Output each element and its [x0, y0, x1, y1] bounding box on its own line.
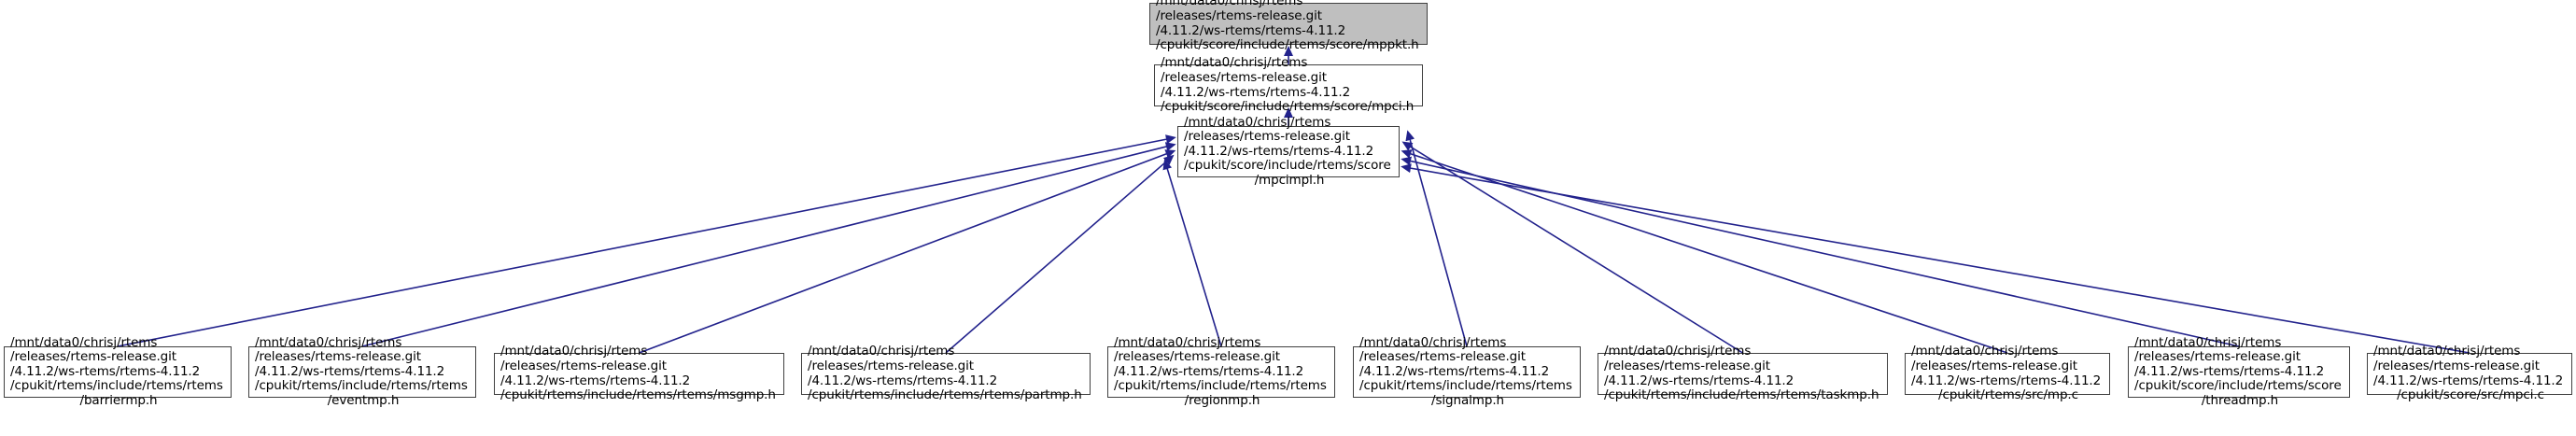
node-line: /cpukit/rtems/include/rtems/rtems — [10, 378, 223, 394]
edge-taskmp-h-to-mpcimpl-h — [1401, 141, 1743, 354]
node-partmp-h[interactable]: /mnt/data0/chrisj/rtems /releases/rtems-… — [801, 345, 1091, 402]
node-line: /mnt/data0/chrisj/rtems — [2134, 334, 2282, 350]
node-line: /eventmp.h — [327, 392, 400, 408]
node-line: /4.11.2/ws-rtems/rtems-4.11.2 — [2134, 363, 2325, 379]
node-eventmp-h[interactable]: /mnt/data0/chrisj/rtems /releases/rtems-… — [248, 335, 476, 407]
node-line: /releases/rtems-release.git — [1911, 358, 2077, 373]
node-line: /releases/rtems-release.git — [1184, 129, 1350, 145]
node-msgmp-h[interactable]: /mnt/data0/chrisj/rtems /releases/rtems-… — [494, 345, 784, 402]
node-line: /mnt/data0/chrisj/rtems — [1604, 344, 1752, 359]
node-line: /cpukit/score/include/rtems/score/mpci.h — [1161, 99, 1415, 115]
node-line: /4.11.2/ws-rtems/rtems-4.11.2 — [1156, 22, 1346, 38]
edge-mpci-c-to-mpcimpl-h — [1401, 163, 2470, 354]
edge-signalmp-h-to-mpcimpl-h — [1405, 130, 1468, 347]
node-line: /mnt/data0/chrisj/rtems — [10, 334, 158, 350]
node-line: /releases/rtems-release.git — [10, 349, 176, 365]
node-line: /releases/rtems-release.git — [1156, 7, 1322, 23]
edge-partmp-h-to-mpcimpl-h — [945, 154, 1175, 354]
node-line: /4.11.2/ws-rtems/rtems-4.11.2 — [1114, 363, 1304, 379]
node-line: /releases/rtems-release.git — [2134, 349, 2301, 365]
node-line: /releases/rtems-release.git — [1359, 349, 1526, 365]
node-line: /cpukit/score/include/rtems/score — [1184, 158, 1391, 174]
node-line: /4.11.2/ws-rtems/rtems-4.11.2 — [808, 373, 998, 388]
node-line: /signalmp.h — [1431, 392, 1504, 408]
node-line: /4.11.2/ws-rtems/rtems-4.11.2 — [1911, 373, 2102, 388]
node-taskmp-h[interactable]: /mnt/data0/chrisj/rtems /releases/rtems-… — [1598, 345, 1888, 402]
node-line: /mnt/data0/chrisj/rtems — [1161, 55, 1308, 71]
node-line: /releases/rtems-release.git — [1604, 358, 1770, 373]
node-line: /mnt/data0/chrisj/rtems — [500, 344, 648, 359]
node-line: /cpukit/rtems/include/rtems/rtems — [1114, 378, 1327, 394]
node-signalmp-h[interactable]: /mnt/data0/chrisj/rtems /releases/rtems-… — [1353, 335, 1581, 407]
node-line: /cpukit/score/src/mpci.c — [2397, 387, 2544, 403]
node-line: /4.11.2/ws-rtems/rtems-4.11.2 — [500, 373, 691, 388]
node-mp-c[interactable]: /mnt/data0/chrisj/rtems /releases/rtems-… — [1905, 345, 2110, 402]
edge-mp-c-to-mpcimpl-h — [1401, 149, 2008, 354]
edge-eventmp-h-to-mpcimpl-h — [361, 142, 1176, 347]
node-line: /cpukit/rtems/include/rtems/rtems — [1359, 378, 1572, 394]
edge-threadmp-h-to-mpcimpl-h — [1401, 156, 2240, 347]
node-line: /4.11.2/ws-rtems/rtems-4.11.2 — [10, 363, 201, 379]
node-line: /mnt/data0/chrisj/rtems — [1156, 0, 1303, 9]
node-line: /cpukit/score/include/rtems/score — [2134, 378, 2342, 394]
node-line: /cpukit/rtems/include/rtems/rtems/partmp… — [808, 387, 1082, 403]
node-line: /4.11.2/ws-rtems/rtems-4.11.2 — [2373, 373, 2564, 388]
node-line: /barriermp.h — [79, 392, 158, 408]
node-line: /mnt/data0/chrisj/rtems — [255, 334, 402, 350]
edge-regionmp-h-to-mpcimpl-h — [1162, 159, 1222, 347]
node-line: /cpukit/rtems/include/rtems/rtems/msgmp.… — [500, 387, 776, 403]
node-line: /releases/rtems-release.git — [500, 358, 667, 373]
node-line: /4.11.2/ws-rtems/rtems-4.11.2 — [255, 363, 445, 379]
node-line: /4.11.2/ws-rtems/rtems-4.11.2 — [1359, 363, 1550, 379]
node-mppkt-h[interactable]: /mnt/data0/chrisj/rtems /releases/rtems-… — [1149, 0, 1428, 52]
node-line: /threadmp.h — [2201, 392, 2279, 408]
node-mpci-c[interactable]: /mnt/data0/chrisj/rtems /releases/rtems-… — [2367, 345, 2572, 402]
node-line: /mnt/data0/chrisj/rtems — [1184, 114, 1331, 130]
node-line: /releases/rtems-release.git — [1114, 349, 1280, 365]
node-line: /4.11.2/ws-rtems/rtems-4.11.2 — [1161, 84, 1351, 100]
node-line: /mnt/data0/chrisj/rtems — [2373, 344, 2521, 359]
node-line: /mpcimpl.h — [1254, 172, 1325, 188]
node-line: /mnt/data0/chrisj/rtems — [1359, 334, 1507, 350]
node-line: /regionmp.h — [1184, 392, 1260, 408]
node-line: /4.11.2/ws-rtems/rtems-4.11.2 — [1604, 373, 1795, 388]
node-mpci-h[interactable]: /mnt/data0/chrisj/rtems /releases/rtems-… — [1154, 56, 1423, 114]
node-line: /cpukit/rtems/src/mp.c — [1938, 387, 2078, 403]
node-mpcimpl-h[interactable]: /mnt/data0/chrisj/rtems /releases/rtems-… — [1177, 115, 1400, 187]
node-line: /cpukit/score/include/rtems/score/mppkt.… — [1156, 37, 1419, 53]
node-regionmp-h[interactable]: /mnt/data0/chrisj/rtems /releases/rtems-… — [1107, 335, 1335, 407]
node-line: /mnt/data0/chrisj/rtems — [1911, 344, 2059, 359]
node-line: /cpukit/rtems/include/rtems/rtems/taskmp… — [1604, 387, 1879, 403]
node-line: /releases/rtems-release.git — [1161, 69, 1327, 85]
node-line: /cpukit/rtems/include/rtems/rtems — [255, 378, 468, 394]
node-threadmp-h[interactable]: /mnt/data0/chrisj/rtems /releases/rtems-… — [2128, 335, 2350, 407]
node-line: /releases/rtems-release.git — [808, 358, 974, 373]
node-line: /mnt/data0/chrisj/rtems — [1114, 334, 1261, 350]
node-line: /releases/rtems-release.git — [2373, 358, 2540, 373]
edge-msgmp-h-to-mpcimpl-h — [639, 149, 1176, 354]
edge-barriermp-h-to-mpcimpl-h — [117, 134, 1176, 347]
node-line: /4.11.2/ws-rtems/rtems-4.11.2 — [1184, 143, 1374, 159]
node-line: /releases/rtems-release.git — [255, 349, 421, 365]
node-barriermp-h[interactable]: /mnt/data0/chrisj/rtems /releases/rtems-… — [4, 335, 232, 407]
node-line: /mnt/data0/chrisj/rtems — [808, 344, 955, 359]
